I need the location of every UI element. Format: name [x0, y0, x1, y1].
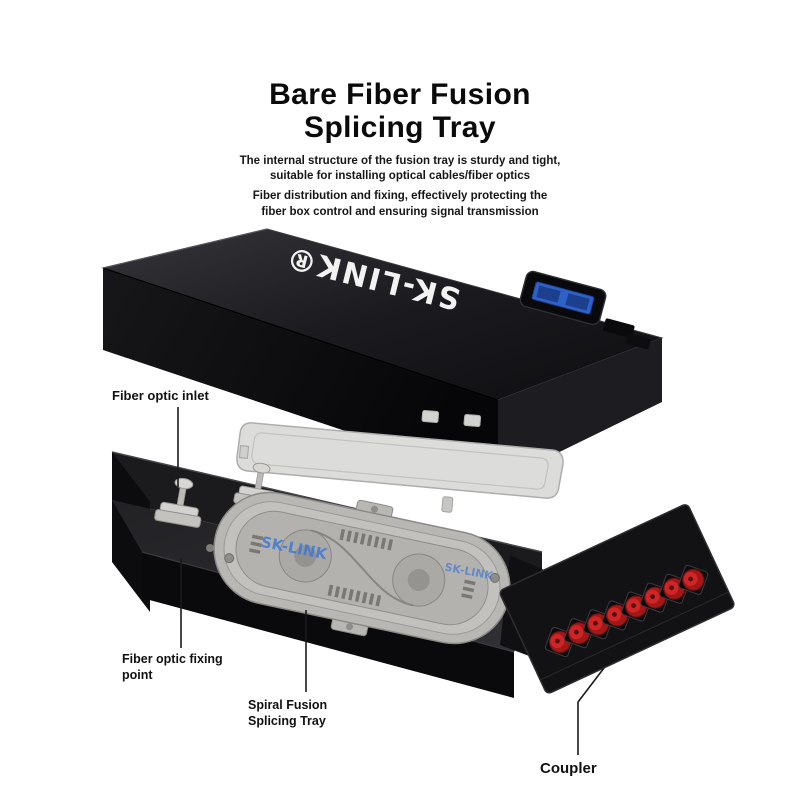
description-line-2: Fiber distribution and fixing, effective…	[252, 190, 548, 218]
leader-line-coupler	[577, 667, 605, 755]
label-spiral-fusion-tray: Spiral Fusion Splicing Tray	[248, 698, 328, 728]
tray-lid	[236, 410, 564, 513]
rear-connector-tabs	[603, 318, 651, 350]
page-title: Bare Fiber Fusion Splicing Tray	[269, 78, 531, 144]
adapter-port	[519, 270, 607, 326]
fiber-clamp	[154, 477, 202, 528]
label-fiber-fixing-point: Fiber optic fixing point	[122, 652, 223, 682]
fiber-comb	[248, 528, 476, 607]
label-coupler: Coupler	[540, 760, 597, 777]
spiral-splice-tray	[213, 491, 511, 645]
header: Bare Fiber Fusion Splicing Tray The inte…	[0, 78, 800, 220]
coupler-panel	[499, 504, 735, 694]
coupler-row	[544, 564, 709, 658]
floor-screw	[206, 544, 214, 552]
metal-cover: SK-LINK®	[101, 228, 664, 482]
label-fiber-optic-inlet: Fiber optic inlet	[112, 388, 209, 403]
coupler	[678, 564, 709, 595]
description-line-1: The internal structure of the fusion tra…	[239, 155, 561, 183]
